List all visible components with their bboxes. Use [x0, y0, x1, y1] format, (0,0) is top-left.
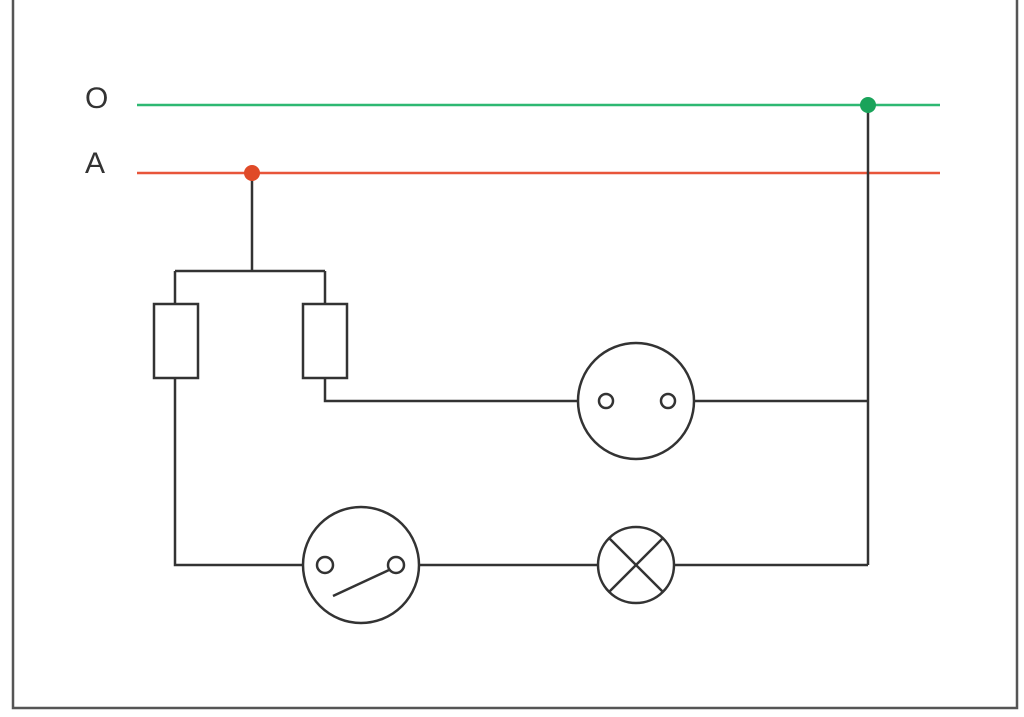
phase-line-label: A [85, 147, 105, 180]
fuse-icon [152, 302, 200, 380]
fuse-icon [301, 302, 349, 380]
switch-icon [301, 505, 421, 625]
power-socket-icon [576, 341, 696, 461]
neutral-junction-dot [860, 97, 876, 113]
neutral-line-label: O [85, 82, 108, 115]
switch-feed-wire [173, 378, 317, 567]
socket-feed-wire [323, 378, 598, 403]
lamp-icon [596, 525, 676, 605]
phase-junction-dot [244, 165, 260, 181]
diagram-frame [11, 0, 1019, 710]
phase-drop-wire [175, 173, 325, 273]
